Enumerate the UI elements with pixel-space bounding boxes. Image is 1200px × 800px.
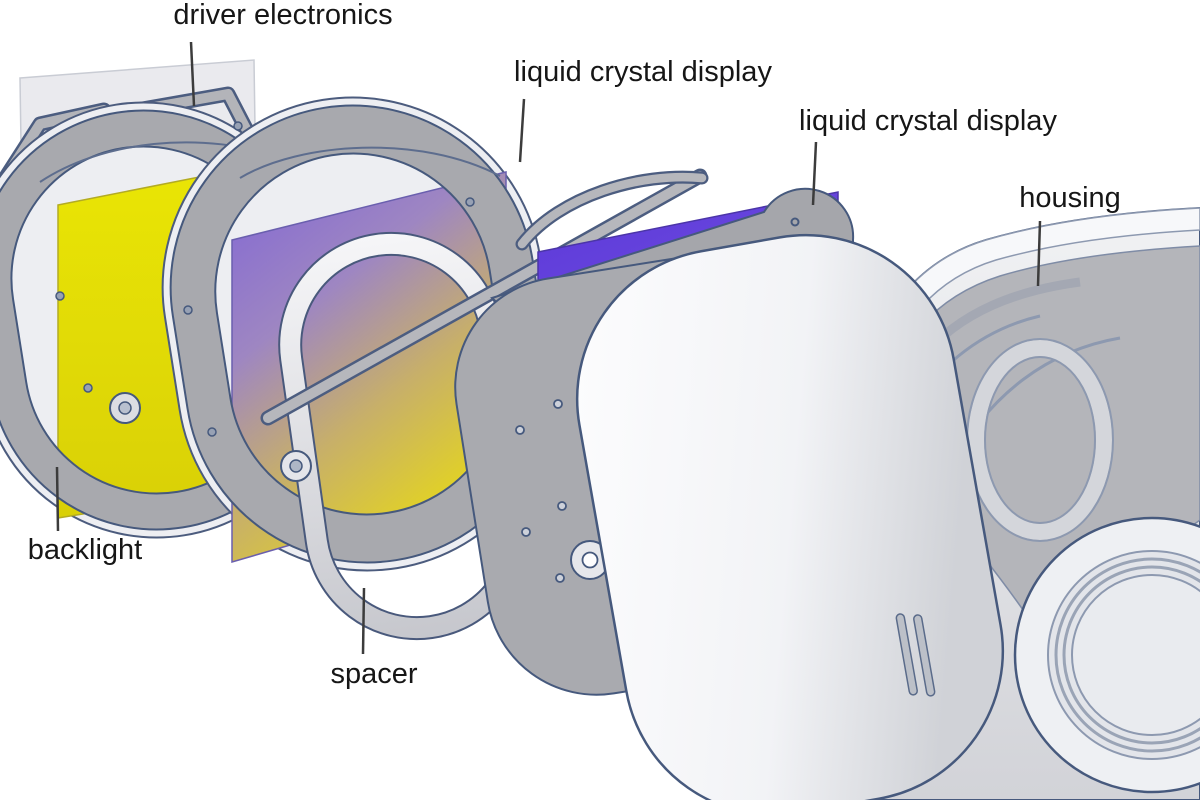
- label-housing: housing: [1019, 182, 1121, 214]
- leader-lcd-rear: [811, 141, 818, 206]
- spacer-tab: [280, 450, 312, 482]
- screw-icon: [465, 197, 475, 207]
- leader-lines: [55, 41, 1042, 655]
- screw-icon: [83, 383, 93, 393]
- leader-driver-electronics: [189, 41, 196, 107]
- rear-lcd-handle-bar: [260, 168, 709, 426]
- spacer-ring: [278, 231, 530, 641]
- vent-slot-icon: [913, 614, 936, 697]
- screw-hole-icon: [553, 399, 563, 409]
- eyepiece-barrel: [1013, 516, 1200, 794]
- leader-housing: [1036, 220, 1042, 287]
- screw-hole-icon: [790, 217, 800, 227]
- screw-icon: [233, 121, 243, 131]
- screw-hole-icon: [521, 527, 531, 537]
- housing-vent-slots: [895, 613, 936, 697]
- label-lcd-rear: liquid crystal display: [799, 105, 1057, 137]
- screw-hole-icon: [557, 501, 567, 511]
- screw-icon: [207, 427, 217, 437]
- screw-icon: [183, 305, 193, 315]
- lcd-front-frame-ring: [169, 104, 551, 564]
- eyepiece-ring-rear: [968, 340, 1112, 540]
- lcd-front-frame-details: [183, 146, 501, 437]
- housing-front-plate: [575, 233, 1005, 800]
- label-driver-electronics: driver electronics: [173, 0, 393, 31]
- label-lcd-front: liquid crystal display: [514, 56, 772, 88]
- label-backlight: backlight: [27, 534, 143, 566]
- vent-slot-icon: [895, 613, 918, 696]
- leader-spacer: [361, 587, 366, 655]
- leader-backlight: [55, 466, 60, 532]
- label-spacer: spacer: [330, 658, 418, 690]
- screw-hole-icon: [555, 573, 565, 583]
- screw-icon: [55, 291, 65, 301]
- backlight-frame-details: [39, 121, 291, 424]
- thread-ring-icon: [1062, 565, 1200, 745]
- leader-lcd-front: [518, 98, 526, 163]
- eyepiece-bore: [1071, 574, 1200, 736]
- screw-hole-icon: [515, 425, 525, 435]
- thread-ring-icon: [1054, 557, 1200, 753]
